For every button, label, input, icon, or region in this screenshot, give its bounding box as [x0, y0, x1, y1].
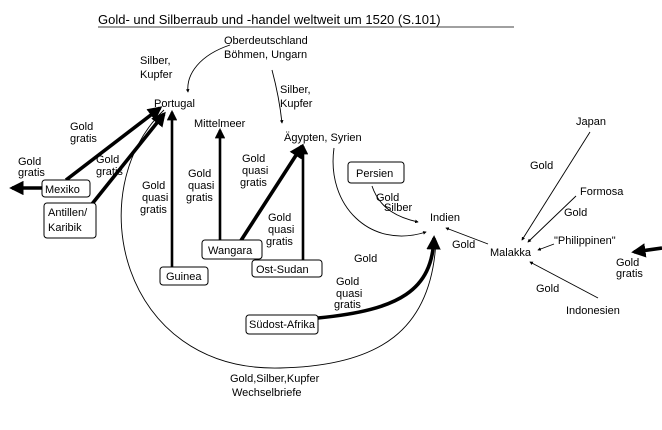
arrow-formosa-malakka [527, 195, 577, 243]
flow-suedost-gold: quasi [336, 288, 362, 300]
flow-antillen-gold: Gold [96, 154, 119, 166]
flow-right-in-gold: gratis [616, 268, 643, 280]
flow-formosa-gold: Gold [564, 207, 587, 219]
flow-guinea-gold: Gold [142, 180, 165, 192]
flow-left-out-gold: gratis [18, 167, 45, 179]
label-suedost-afrika: Südost-Afrika [249, 319, 316, 331]
arrow-oberdeutschland-aegypten [271, 69, 284, 124]
label-japan: Japan [576, 116, 606, 128]
flow-left-out-gold: Gold [18, 156, 41, 168]
label-portugal: Portugal [154, 98, 195, 110]
flow-persien-silber: Silber [384, 202, 412, 214]
flow-silber-kupfer-top: Silber, [140, 55, 171, 67]
flow-bottom-label: Wechselbriefe [232, 387, 302, 399]
label-antillen: Antillen/ [48, 207, 88, 219]
flow-mittelmeer-gold: Gold [188, 168, 211, 180]
arrow-aegypten-indien [332, 147, 427, 237]
box-wangara [201, 239, 263, 260]
flow-antillen-gold: gratis [96, 166, 123, 178]
flow-mexiko-gold: gratis [70, 133, 97, 145]
flow-bottom-label: Gold,Silber,Kupfer [230, 373, 320, 385]
flow-silber-kupfer-top: Kupfer [140, 69, 173, 81]
arrow-malakka-indien [445, 227, 489, 245]
flow-wangara-gold: gratis [240, 177, 267, 189]
arrow-wangara-aegypten [238, 143, 304, 243]
label-persien: Persien [356, 168, 393, 180]
label-mittelmeer: Mittelmeer [194, 118, 246, 130]
label-indonesien: Indonesien [566, 305, 620, 317]
label-formosa: Formosa [580, 186, 624, 198]
label-wangara: Wangara [208, 245, 253, 257]
box-persien [347, 161, 405, 184]
flow-ostsudan-gold: gratis [266, 236, 293, 248]
flow-mittelmeer-gold: quasi [188, 180, 214, 192]
label-aegypten-syrien: Ägypten, Syrien [284, 132, 362, 144]
label-karibik: Karibik [48, 222, 82, 234]
flow-aegypten-indien-gold: Gold [354, 253, 377, 265]
flow-suedost-gold: Gold [336, 276, 359, 288]
flow-silber-kupfer-right: Silber, [280, 84, 311, 96]
box-antillen [43, 202, 97, 239]
flow-mexiko-gold: Gold [70, 121, 93, 133]
flow-suedost-gold: gratis [334, 299, 361, 311]
flow-ostsudan-gold: Gold [268, 212, 291, 224]
label-oberdeutschland: Oberdeutschland [224, 35, 308, 47]
flow-ostsudan-gold: quasi [268, 224, 294, 236]
label-mexiko: Mexiko [45, 184, 80, 196]
arrow-portugal-indien-loop [120, 109, 438, 369]
arrow-mexiko-portugal [64, 106, 163, 182]
arrow-indonesien-malakka [529, 261, 599, 299]
arrow-suedostafrika-indien [317, 235, 441, 320]
diagram-title: Gold- und Silberraub und -handel weltwei… [98, 12, 441, 27]
arrow-oberdeutschland-portugal [185, 44, 231, 93]
arrow-antillen-portugal [90, 111, 166, 206]
arrow-japan-malakka [521, 131, 591, 241]
arrow-right-in [631, 243, 662, 258]
label-malakka: Malakka [490, 247, 532, 259]
label-philippinen: "Philippinen" [554, 235, 616, 247]
box-suedostafrika [245, 314, 319, 335]
flow-mittelmeer-gold: gratis [186, 192, 213, 204]
box-mexiko [41, 179, 91, 198]
box-guinea [159, 266, 209, 286]
label-guinea: Guinea [166, 271, 202, 283]
flow-guinea-gold: quasi [142, 192, 168, 204]
arrow-persien-indien [371, 185, 419, 224]
flow-persien-gold: Gold [376, 192, 399, 204]
box-ostsudan [251, 259, 323, 278]
label-ost-sudan: Ost-Sudan [256, 264, 309, 276]
flow-right-in-gold: Gold [616, 257, 639, 269]
flow-silber-kupfer-right: Kupfer [280, 98, 313, 110]
flow-indonesien-gold: Gold [536, 283, 559, 295]
arrow-philippinen-malakka [537, 243, 555, 251]
label-boehmen-ungarn: Böhmen, Ungarn [224, 49, 307, 61]
label-indien: Indien [430, 212, 460, 224]
flow-wangara-gold: quasi [242, 165, 268, 177]
flow-japan-gold: Gold [530, 160, 553, 172]
flow-wangara-gold: Gold [242, 153, 265, 165]
flow-malakka-indien-gold: Gold [452, 239, 475, 251]
flow-guinea-gold: gratis [140, 204, 167, 216]
